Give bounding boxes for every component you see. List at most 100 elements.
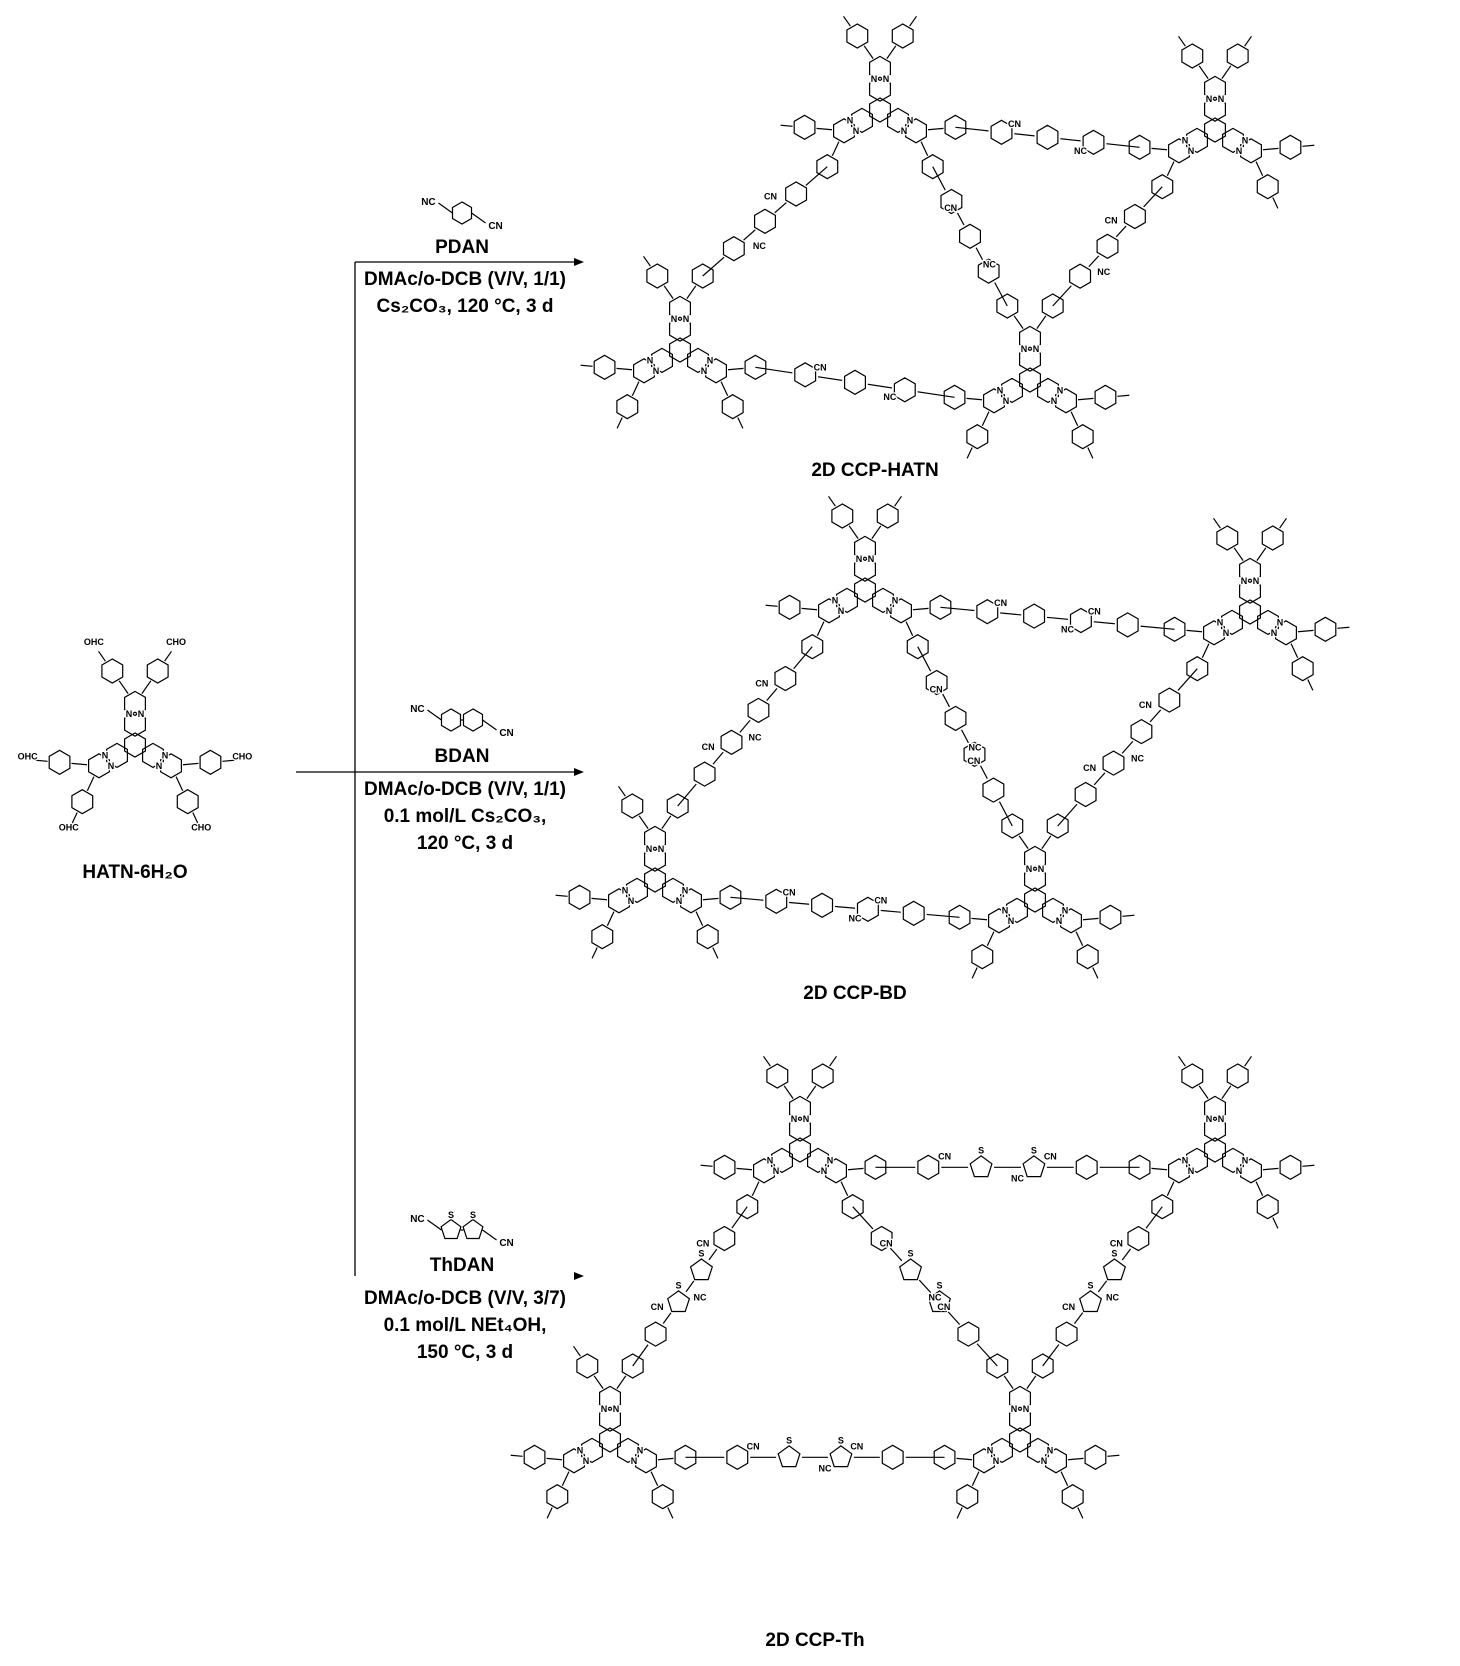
- benzene-ring: [451, 201, 473, 225]
- benzene-ring: [902, 900, 925, 926]
- benzene-ring: [719, 884, 742, 910]
- ring-mask: [772, 665, 799, 692]
- ring-mask: [720, 235, 747, 262]
- bond: [905, 621, 914, 637]
- benzene-ring: [1102, 750, 1125, 776]
- benzene-ring: [889, 598, 913, 624]
- bond: [573, 1345, 581, 1357]
- bond: [192, 812, 199, 824]
- bond: [222, 759, 235, 762]
- benzene-ring: [850, 107, 874, 134]
- bond: [737, 417, 744, 429]
- benzene-ring: [651, 1484, 674, 1510]
- atom-label: NC: [410, 1214, 424, 1225]
- atom-label: N: [707, 355, 714, 365]
- bond: [638, 815, 649, 829]
- bond: [1060, 1471, 1069, 1487]
- bond: [1026, 1375, 1037, 1389]
- benzene-ring: [766, 1063, 789, 1089]
- bond: [956, 1507, 963, 1519]
- atom-label: NC: [1106, 1292, 1119, 1302]
- atom-label: N: [1218, 94, 1225, 104]
- atom-label: N: [993, 1456, 1000, 1466]
- benzene-ring: [562, 1448, 586, 1474]
- atom-label: S: [1088, 1280, 1094, 1290]
- benzene-ring: [1036, 124, 1059, 150]
- benzene-ring: [546, 1484, 569, 1510]
- atom-label: N: [1218, 1114, 1225, 1124]
- bond: [438, 202, 453, 214]
- benzene-ring: [1238, 599, 1262, 625]
- bond: [1272, 1217, 1279, 1229]
- bond: [1255, 1181, 1264, 1197]
- atom-label: CN: [850, 1441, 863, 1451]
- bond: [912, 607, 929, 611]
- bond: [1262, 147, 1279, 151]
- benzene-ring: [643, 867, 667, 893]
- atom-label: CN: [651, 1302, 664, 1312]
- atom-label: CHO: [166, 637, 186, 647]
- benzene-ring: [726, 1444, 749, 1470]
- bond: [751, 1181, 760, 1197]
- bond: [71, 762, 88, 766]
- benzene-ring: [1158, 687, 1181, 713]
- bond: [1297, 629, 1314, 633]
- bond: [1018, 835, 1029, 849]
- atom-label: OHC: [18, 752, 39, 762]
- bond: [736, 1167, 753, 1171]
- atom-label: N: [622, 885, 629, 895]
- atom-label: NC: [1011, 1173, 1024, 1183]
- thiophene-ring: [1102, 1258, 1127, 1281]
- atom-label: N: [856, 554, 863, 564]
- bond: [1233, 547, 1244, 561]
- benzene-ring: [801, 634, 824, 660]
- bond: [971, 1471, 980, 1487]
- ring-mask: [1021, 603, 1048, 630]
- bond: [1255, 161, 1264, 177]
- benzene-ring: [598, 1406, 622, 1432]
- benzene-ring: [868, 97, 892, 123]
- bond: [1087, 447, 1094, 459]
- bond: [98, 650, 106, 662]
- bond: [927, 127, 944, 131]
- benzene-ring: [160, 753, 182, 779]
- benzene-ring: [1186, 656, 1209, 682]
- atom-label: N: [871, 74, 878, 84]
- benzene-ring: [1094, 384, 1117, 410]
- benzene-ring: [891, 23, 914, 49]
- benzene-ring: [568, 884, 591, 910]
- atom-label: N: [162, 750, 169, 760]
- thiophene-ring: [829, 1445, 853, 1468]
- conditions-pdan: DMAc/o-DCB (V/V, 1/1) Cs₂CO₃, 120 °C, 3 …: [364, 266, 566, 320]
- condition-line: 120 °C, 3 d: [416, 833, 514, 854]
- atom-label: S: [676, 1280, 682, 1290]
- benzene-ring: [853, 556, 877, 582]
- benzene-ring: [704, 358, 728, 384]
- benzene-ring: [1238, 578, 1262, 604]
- bond: [118, 680, 129, 694]
- bond: [1107, 1454, 1120, 1457]
- benzene-ring: [1054, 388, 1078, 414]
- benzene-ring: [1023, 603, 1046, 629]
- atom-label: N: [1271, 628, 1278, 638]
- ring-mask: [961, 741, 988, 768]
- benzene-ring: [591, 924, 614, 950]
- bond: [863, 45, 874, 59]
- benzene-ring: [1069, 263, 1092, 289]
- atom-label: CN: [1088, 607, 1101, 617]
- atom-label: N: [1056, 916, 1063, 926]
- arrow-head: [574, 768, 584, 776]
- benzene-ring: [1005, 897, 1029, 924]
- atom-label: CN: [783, 887, 796, 897]
- ring-mask: [1073, 1154, 1100, 1181]
- atom-label: OHC: [59, 823, 80, 833]
- bond: [686, 285, 697, 299]
- benzene-ring: [1185, 127, 1209, 154]
- atom-label: N: [1026, 864, 1033, 874]
- atom-label: N: [1062, 905, 1069, 915]
- bond: [843, 15, 851, 27]
- benzene-ring: [1203, 1095, 1227, 1122]
- ring-mask: [1125, 1225, 1152, 1252]
- bond: [1178, 1055, 1186, 1067]
- atom-label: NC: [969, 742, 982, 752]
